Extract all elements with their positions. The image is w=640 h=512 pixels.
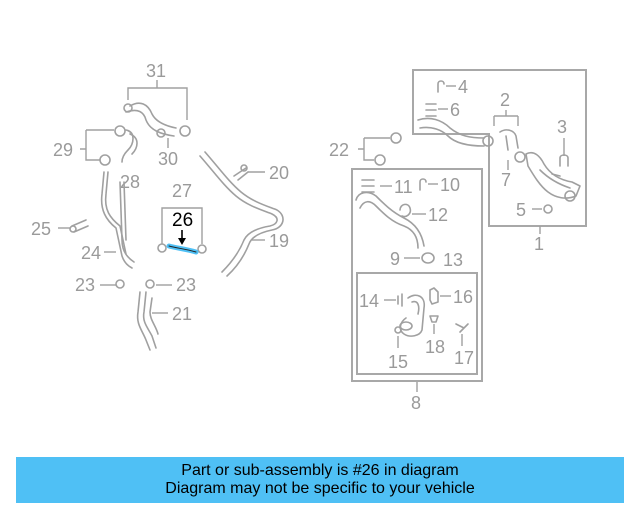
clip-20 [233, 167, 249, 181]
pipe-24 [100, 171, 133, 269]
callout-14: 14 [359, 291, 379, 311]
callout-13: 13 [443, 250, 463, 270]
callout-5: 5 [516, 200, 526, 220]
callout-4: 4 [458, 77, 468, 97]
callout-11: 11 [394, 177, 413, 197]
callout-9: 9 [390, 249, 400, 269]
callout-24: 24 [81, 243, 101, 263]
callout-19: 19 [269, 231, 289, 251]
callout-2: 2 [500, 90, 510, 110]
callout-8: 8 [411, 393, 421, 413]
callout-31: 31 [146, 61, 166, 81]
callout-20: 20 [269, 163, 289, 183]
hose-31 [129, 102, 177, 129]
callout-6: 6 [450, 100, 460, 120]
callout-12: 12 [428, 205, 448, 225]
hose-19 [199, 155, 278, 273]
callout-23-right: 23 [176, 275, 196, 295]
callout-17: 17 [454, 348, 474, 368]
callout-23-left: 23 [75, 275, 95, 295]
banner-line-1: Part or sub-assembly is #26 in diagram [181, 462, 459, 479]
callout-10: 10 [440, 175, 460, 195]
parts-diagram: 31 29 30 28 20 19 27 26 25 24 23 [31, 61, 587, 413]
hose-6 [417, 117, 485, 147]
group-box-1 [412, 69, 587, 227]
leader-29 [80, 129, 114, 161]
callout-1: 1 [534, 234, 544, 254]
callout-15: 15 [388, 352, 408, 372]
leader-22 [358, 137, 390, 161]
info-banner: Part or sub-assembly is #26 in diagram D… [16, 457, 624, 503]
callout-28: 28 [120, 172, 140, 192]
callout-30: 30 [158, 149, 178, 169]
callout-27: 27 [172, 181, 192, 201]
group-box-8 [351, 168, 483, 382]
callout-7: 7 [501, 170, 511, 190]
pipe-21 [136, 291, 159, 351]
callout-16: 16 [453, 287, 473, 307]
callout-26-highlighted: 26 [172, 210, 193, 231]
callout-3: 3 [557, 117, 567, 137]
callout-29: 29 [53, 140, 73, 160]
banner-line-2: Diagram may not be specific to your vehi… [165, 480, 475, 497]
callout-22: 22 [329, 140, 349, 160]
leader-27 [161, 207, 203, 244]
callout-21: 21 [172, 304, 192, 324]
hose-11 [355, 191, 425, 249]
callout-18: 18 [425, 337, 445, 357]
callout-25: 25 [31, 219, 51, 239]
group-box-13 [356, 272, 478, 375]
thermostat-housing [525, 151, 581, 199]
